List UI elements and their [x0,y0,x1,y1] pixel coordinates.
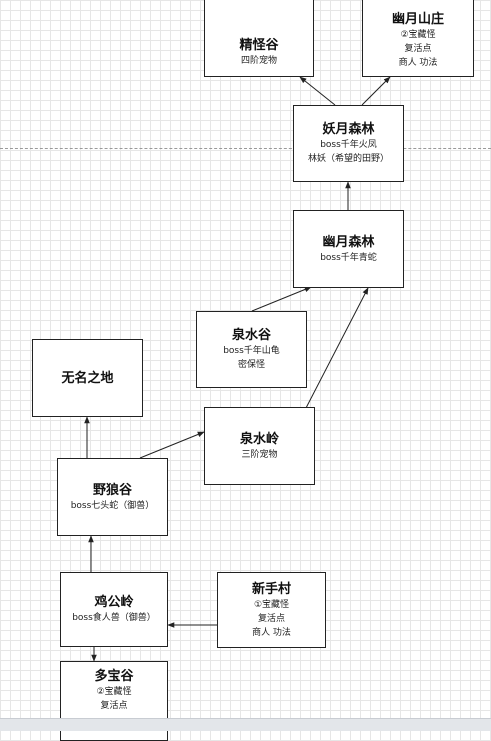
edge-yaoyue-senlin-jingguaigu [299,76,336,106]
node-line: boss千年山龟 [223,346,280,356]
node-youyue-senlin[interactable]: 幽月森林 boss千年青蛇 [293,210,404,288]
node-line: 四阶宠物 [240,56,277,66]
node-yaoyue-senlin[interactable]: 妖月森林 boss千年火凤 林妖（希望的田野） [293,105,404,182]
node-line: 三阶宠物 [241,449,278,460]
node-line: ①宝藏怪 [253,599,290,610]
edge-quanshuigu-youyue-senlin [251,286,312,312]
node-title: 野狼谷 [92,482,132,498]
node-quanshuigu[interactable]: 泉水谷 boss千年山龟 密保怪 [196,311,307,388]
node-line: boss千年火凤 [320,140,377,150]
node-line: 复活点 [257,613,285,624]
node-quanshuiling[interactable]: 泉水岭 三阶宠物 [204,407,315,485]
node-xinshoucun[interactable]: 新手村 ①宝藏怪 复活点 商人 功法 [217,572,326,648]
horizontal-scrollbar[interactable] [0,718,491,731]
node-line: 复活点 [404,44,432,54]
node-title: 精怪谷 [239,38,279,53]
node-title: 泉水谷 [231,328,271,343]
node-yelanggu[interactable]: 野狼谷 boss七头蛇（御兽） [57,458,168,536]
node-title: 无名之地 [61,370,114,386]
node-line: boss食人兽（御兽） [72,613,156,623]
node-line: ②宝藏怪 [96,687,132,697]
node-line: ②宝藏怪 [400,30,436,40]
node-wuming[interactable]: 无名之地 [32,339,143,417]
node-title: 多宝谷 [94,669,134,684]
edge-yelanggu-quanshuiling [139,431,205,459]
node-jigongling[interactable]: 鸡公岭 boss食人兽（御兽） [60,572,168,647]
node-youyue-shanzhuang[interactable]: 幽月山庄 ②宝藏怪 复活点 商人 功法 [362,0,474,77]
node-title: 鸡公岭 [94,595,134,610]
node-line: 密保怪 [237,360,265,370]
node-title: 妖月森林 [322,122,375,137]
node-title: 幽月森林 [322,234,375,250]
node-line: boss七头蛇（御兽） [70,500,155,511]
node-title: 泉水岭 [239,431,279,447]
page-break-line [0,148,491,149]
node-title: 幽月山庄 [391,12,444,27]
node-line: boss千年青蛇 [320,252,377,263]
edge-quanshuiling-youyue-senlin [305,287,369,409]
node-title: 新手村 [251,581,291,597]
node-jingguaigu[interactable]: 精怪谷 四阶宠物 [204,0,314,77]
edge-yaoyue-senlin-youyue-shanzhuang [361,76,391,106]
node-line: 商人 功法 [398,58,438,68]
node-line: 林妖（希望的田野） [307,154,389,164]
node-line: 复活点 [100,701,128,711]
node-line: 商人 功法 [252,627,291,638]
